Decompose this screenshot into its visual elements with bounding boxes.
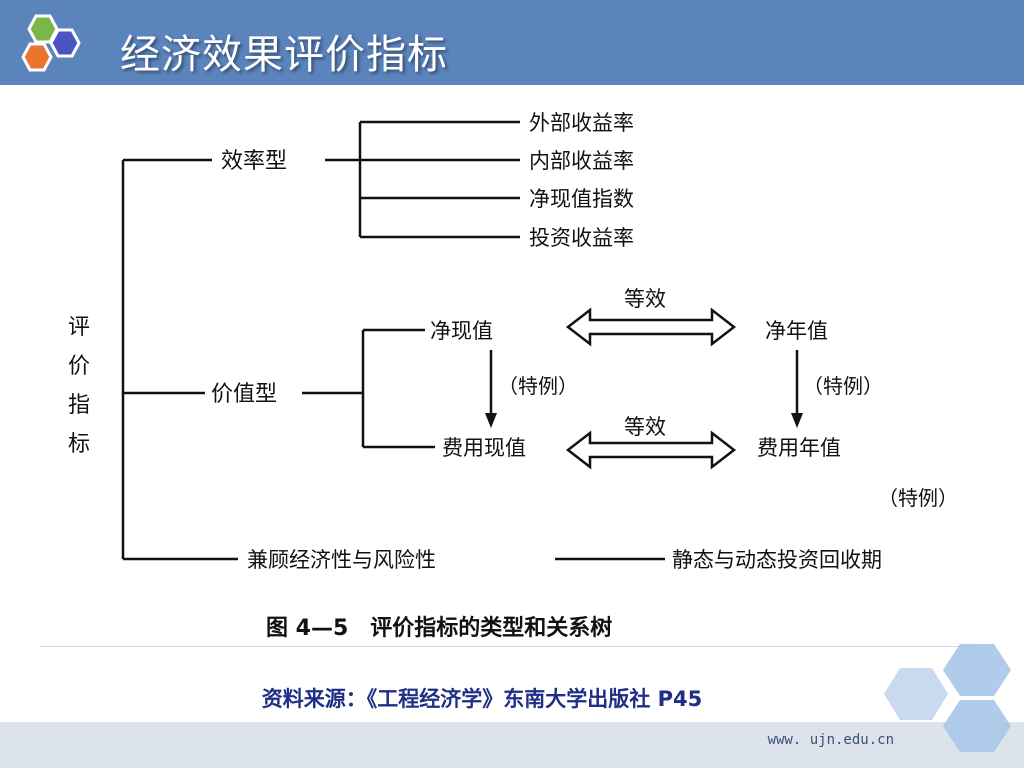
- decorative-hexagons-icon: [884, 644, 1011, 752]
- internal-return-rate: 内部收益率: [529, 149, 634, 173]
- investment-return-rate: 投资收益率: [529, 226, 634, 250]
- equivalence-label-top: 等效: [624, 287, 666, 311]
- equivalence-arrow-bottom: [565, 430, 737, 470]
- root-char-1: 评: [68, 315, 90, 340]
- arrowheads: [485, 413, 803, 428]
- root-char-3: 指: [68, 393, 90, 418]
- present-value-cost: 费用现值: [442, 436, 526, 460]
- economy-risk-label: 兼顾经济性与风险性: [247, 548, 436, 572]
- npv-index: 净现值指数: [529, 187, 634, 211]
- value-type-label: 价值型: [211, 382, 277, 407]
- page-title: 经济效果评价指标: [120, 32, 448, 78]
- special-case-bottom: （特例）: [878, 486, 958, 510]
- indicator-tree-diagram: 评 价 指 标 效率型 价值型 兼顾经济性与风险性 外部收益率 内部收益率 净现…: [68, 111, 958, 641]
- figure-caption: 图 4—5 评价指标的类型和关系树: [266, 615, 612, 641]
- net-present-value: 净现值: [430, 319, 493, 343]
- hexagon-logo-icon: [21, 14, 81, 72]
- equivalence-label-bottom: 等效: [624, 415, 666, 439]
- footer-bar: [0, 722, 1024, 768]
- equivalence-arrow-top: [565, 307, 737, 347]
- payback-period-label: 静态与动态投资回收期: [672, 548, 882, 572]
- annual-value-cost: 费用年值: [757, 436, 841, 460]
- special-case-right: （特例）: [803, 374, 883, 398]
- website-url[interactable]: www. ujn.edu.cn: [767, 732, 894, 748]
- special-case-left: （特例）: [498, 374, 578, 398]
- divider: [40, 646, 980, 647]
- double-arrows: [565, 307, 737, 470]
- net-annual-value: 净年值: [765, 319, 828, 343]
- efficiency-type-label: 效率型: [221, 149, 287, 174]
- source-citation: 资料来源：《工程经济学》东南大学出版社 P45: [261, 687, 703, 711]
- external-return-rate: 外部收益率: [529, 111, 634, 135]
- root-char-4: 标: [68, 432, 90, 457]
- header-bar: [0, 0, 1024, 85]
- root-char-2: 价: [68, 354, 90, 379]
- tree-lines: [121, 120, 799, 561]
